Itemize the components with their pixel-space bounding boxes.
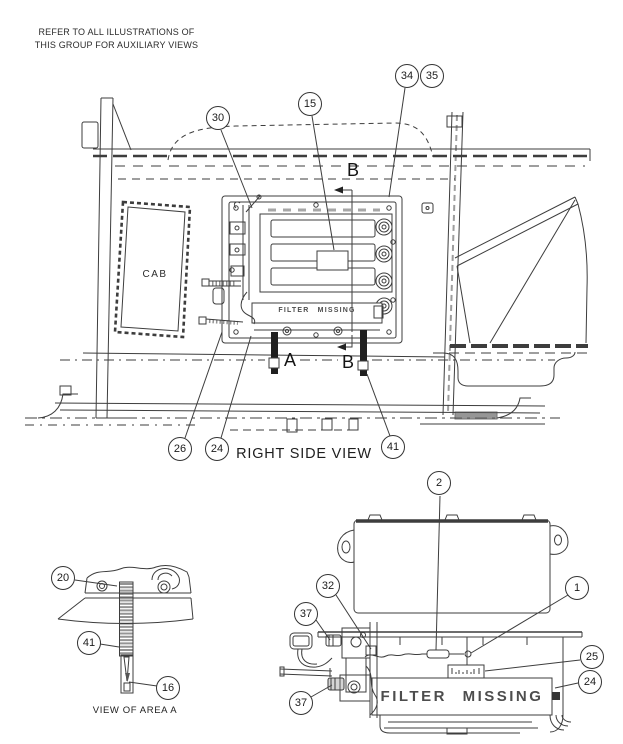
cab-right-structure: [422, 112, 590, 415]
callout-34: 34: [395, 64, 419, 88]
right-side-view-caption: RIGHT SIDE VIEW: [236, 446, 372, 462]
mounting-bolts: [199, 279, 243, 324]
callout-32: 32: [316, 574, 340, 598]
callout-30: 30: [206, 106, 230, 130]
callout-15: 15: [298, 92, 322, 116]
decal-plate: [448, 637, 484, 678]
area-a-detail-drawing: [40, 555, 230, 740]
callout-35: 35: [420, 64, 444, 88]
filter-panel-assembly: [199, 195, 402, 343]
filter-missing-text-rear: FILTER MISSING: [380, 688, 544, 705]
cab-roof-structure: [93, 123, 590, 179]
leader-lines-rear: [311, 496, 580, 697]
cab-base-frame: [25, 353, 560, 432]
callout-25: 25: [580, 645, 604, 669]
note-line-1: REFER TO ALL ILLUSTRATIONS OF: [38, 27, 195, 37]
section-marker-a-label: A: [284, 350, 297, 370]
valve-assembly: [280, 622, 377, 718]
filter-missing-text-main: FILTER MISSING: [278, 307, 356, 314]
mounting-flange: [318, 632, 582, 645]
rear-detail-drawing: [280, 470, 623, 744]
tank-body: [372, 637, 571, 734]
leader-lines-main: [185, 88, 405, 438]
callout-37-lower: 37: [289, 691, 313, 715]
auxiliary-views-note: REFER TO ALL ILLUSTRATIONS OF THIS GROUP…: [14, 26, 219, 52]
cab-left-structure: [25, 98, 200, 425]
callout-41: 41: [381, 435, 405, 459]
wiring-harness: [365, 650, 471, 658]
section-marker-b-label: B: [342, 352, 355, 372]
callout-24: 24: [205, 437, 229, 461]
hanging-strap: [120, 582, 134, 693]
cab-door-window: [115, 202, 224, 337]
callout-37-upper: 37: [294, 602, 318, 626]
right-side-view-drawing: [0, 0, 623, 470]
cab-label: CAB: [142, 269, 168, 280]
leader-lines-area-a: [75, 580, 157, 686]
cover-box: [338, 515, 568, 613]
coil-springs: [376, 219, 392, 314]
callout-2: 2: [427, 471, 451, 495]
note-line-2: THIS GROUP FOR AUXILIARY VIEWS: [34, 40, 199, 50]
section-arrow-b-top-label: B: [347, 160, 360, 180]
callout-41-area-a: 41: [77, 631, 101, 655]
latch-mechanism: [230, 195, 261, 324]
callout-16: 16: [156, 676, 180, 700]
view-of-area-a-caption: VIEW OF AREA A: [92, 705, 178, 716]
callout-1: 1: [565, 576, 589, 600]
callout-26: 26: [168, 437, 192, 461]
callout-20: 20: [51, 566, 75, 590]
callout-24-rear: 24: [578, 670, 602, 694]
strap-a: [271, 332, 278, 374]
strap-b: [360, 330, 367, 376]
section-markers: [60, 186, 555, 376]
